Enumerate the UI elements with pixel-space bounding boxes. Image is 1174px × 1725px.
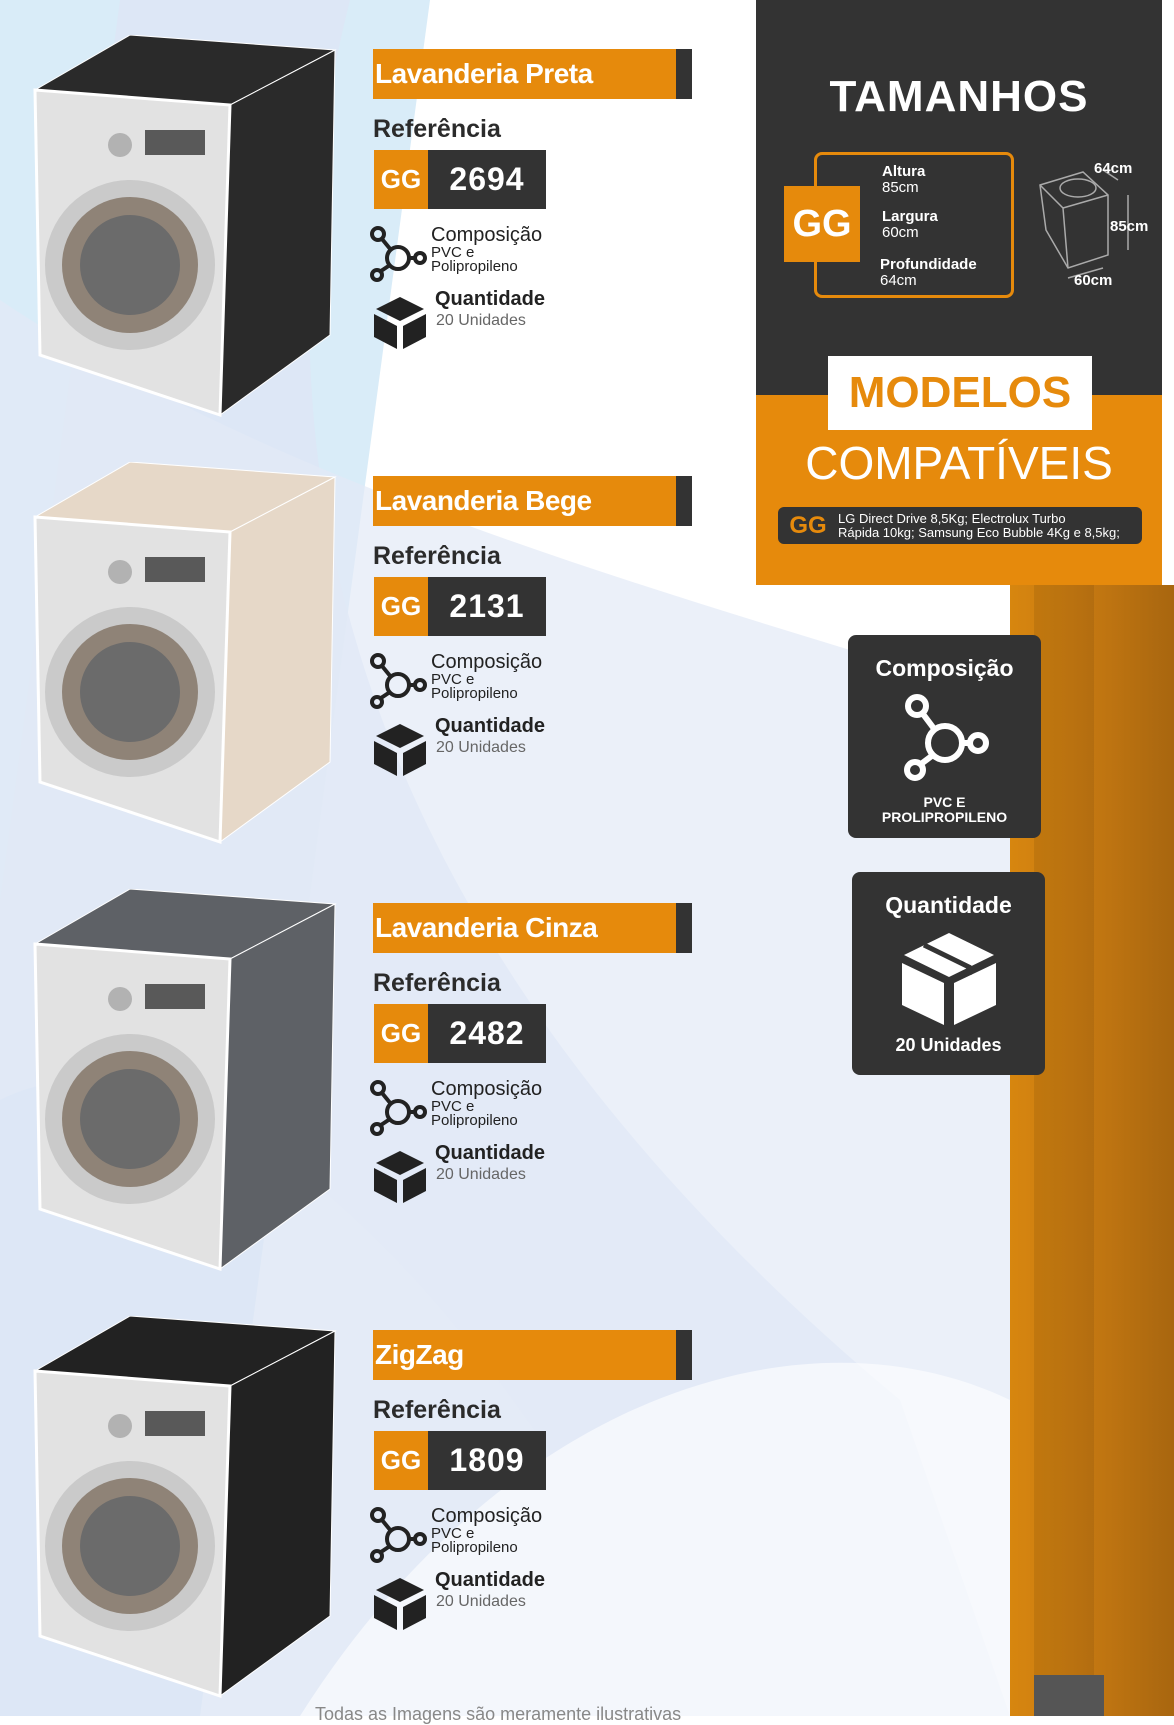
product-name: ZigZag [375, 1339, 464, 1370]
quantity-value: 20 Unidades [436, 1166, 526, 1183]
composition-value: PVC e [431, 1525, 475, 1542]
composition-value: Polipropileno [431, 1112, 518, 1129]
composition-value: Polipropileno [431, 258, 518, 275]
reference-number: 2694 [428, 150, 546, 209]
composition-value: PVC e [431, 671, 475, 688]
composition-label: Composição [431, 224, 543, 246]
reference-size: GG [374, 150, 428, 209]
molecule-icon [903, 694, 989, 781]
quantity-value: 20 Unidades [436, 1593, 526, 1610]
molecule-icon [370, 653, 427, 709]
size-code-badge: GG [784, 186, 860, 262]
product-name: Lavanderia Bege [375, 485, 592, 516]
composition-line: PVC E [923, 794, 966, 810]
diagram-side-label: 85cm [1110, 218, 1149, 235]
box-icon [374, 1578, 426, 1630]
models-title: MODELOS [828, 356, 1092, 430]
composition-label: Composição [431, 1078, 543, 1100]
quantity-value: 20 Unidades [436, 739, 526, 756]
washing-machine-cover-image [33, 35, 337, 418]
quantity-label: Quantidade [435, 288, 546, 310]
reference-number: 2131 [428, 577, 546, 636]
product-title-banner: Lavanderia Cinza [373, 903, 692, 953]
composition-value: PVC e [431, 1098, 475, 1115]
washing-machine-cover-image [33, 1316, 337, 1699]
box-icon [901, 933, 996, 1025]
quantity-label: Quantidade [435, 1569, 546, 1591]
product-title-banner: Lavanderia Bege [373, 476, 692, 526]
washing-machine-diagram-icon [1039, 169, 1129, 279]
product-title-banner: Lavanderia Preta [373, 49, 692, 99]
box-icon [374, 297, 426, 349]
diagram-bottom-label: 60cm [1074, 272, 1113, 289]
composition-value: Polipropileno [431, 685, 518, 702]
molecule-icon [370, 1080, 427, 1136]
composition-line: PROLIPROPILENO [881, 809, 1008, 825]
footer-disclaimer: Todas as Imagens são meramente ilustrati… [315, 1704, 682, 1724]
quantity-card-value: 20 Unidades [895, 1035, 1002, 1055]
quantity-label: Quantidade [435, 715, 546, 737]
reference-label: Referência [373, 969, 501, 997]
models-size-code: GG [789, 511, 827, 539]
molecule-icon [370, 1507, 427, 1563]
reference-size: GG [374, 1004, 428, 1063]
box-icon [374, 724, 426, 776]
composition-card-title: Composição [875, 655, 1014, 681]
composition-value: Polipropileno [431, 1539, 518, 1556]
washing-machine-cover-image [33, 889, 337, 1272]
quantity-label: Quantidade [435, 1142, 546, 1164]
product-title-banner: ZigZag [373, 1330, 692, 1380]
reference-label: Referência [373, 542, 501, 570]
models-subtitle: COMPATÍVEIS [805, 437, 1113, 489]
reference-size: GG [374, 1431, 428, 1490]
washing-machine-cover-image [33, 462, 337, 845]
models-line: Rápida 10kg; Samsung Eco Bubble 4Kg e 8,… [838, 524, 1120, 540]
sizes-title: TAMANHOS [829, 72, 1089, 121]
reference-number: 2482 [428, 1004, 546, 1063]
product-name: Lavanderia Preta [375, 58, 593, 89]
composition-label: Composição [431, 651, 543, 673]
reference-size: GG [374, 577, 428, 636]
models-line: LG Direct Drive 8,5Kg; Electrolux Turbo [838, 510, 1066, 526]
reference-label: Referência [373, 1396, 501, 1424]
quantity-card-title: Quantidade [885, 892, 1012, 918]
molecule-icon [370, 226, 427, 282]
composition-value: PVC e [431, 244, 475, 261]
quantity-value: 20 Unidades [436, 312, 526, 329]
diagram-top-label: 64cm [1094, 160, 1133, 177]
product-name: Lavanderia Cinza [375, 912, 598, 943]
box-icon [374, 1151, 426, 1203]
reference-label: Referência [373, 115, 501, 143]
reference-number: 1809 [428, 1431, 546, 1490]
compatible-models-list: GG LG Direct Drive 8,5Kg; Electrolux Tur… [778, 507, 1142, 544]
quantity-card: Quantidade 20 Unidades [852, 872, 1045, 1075]
composition-label: Composição [431, 1505, 543, 1527]
